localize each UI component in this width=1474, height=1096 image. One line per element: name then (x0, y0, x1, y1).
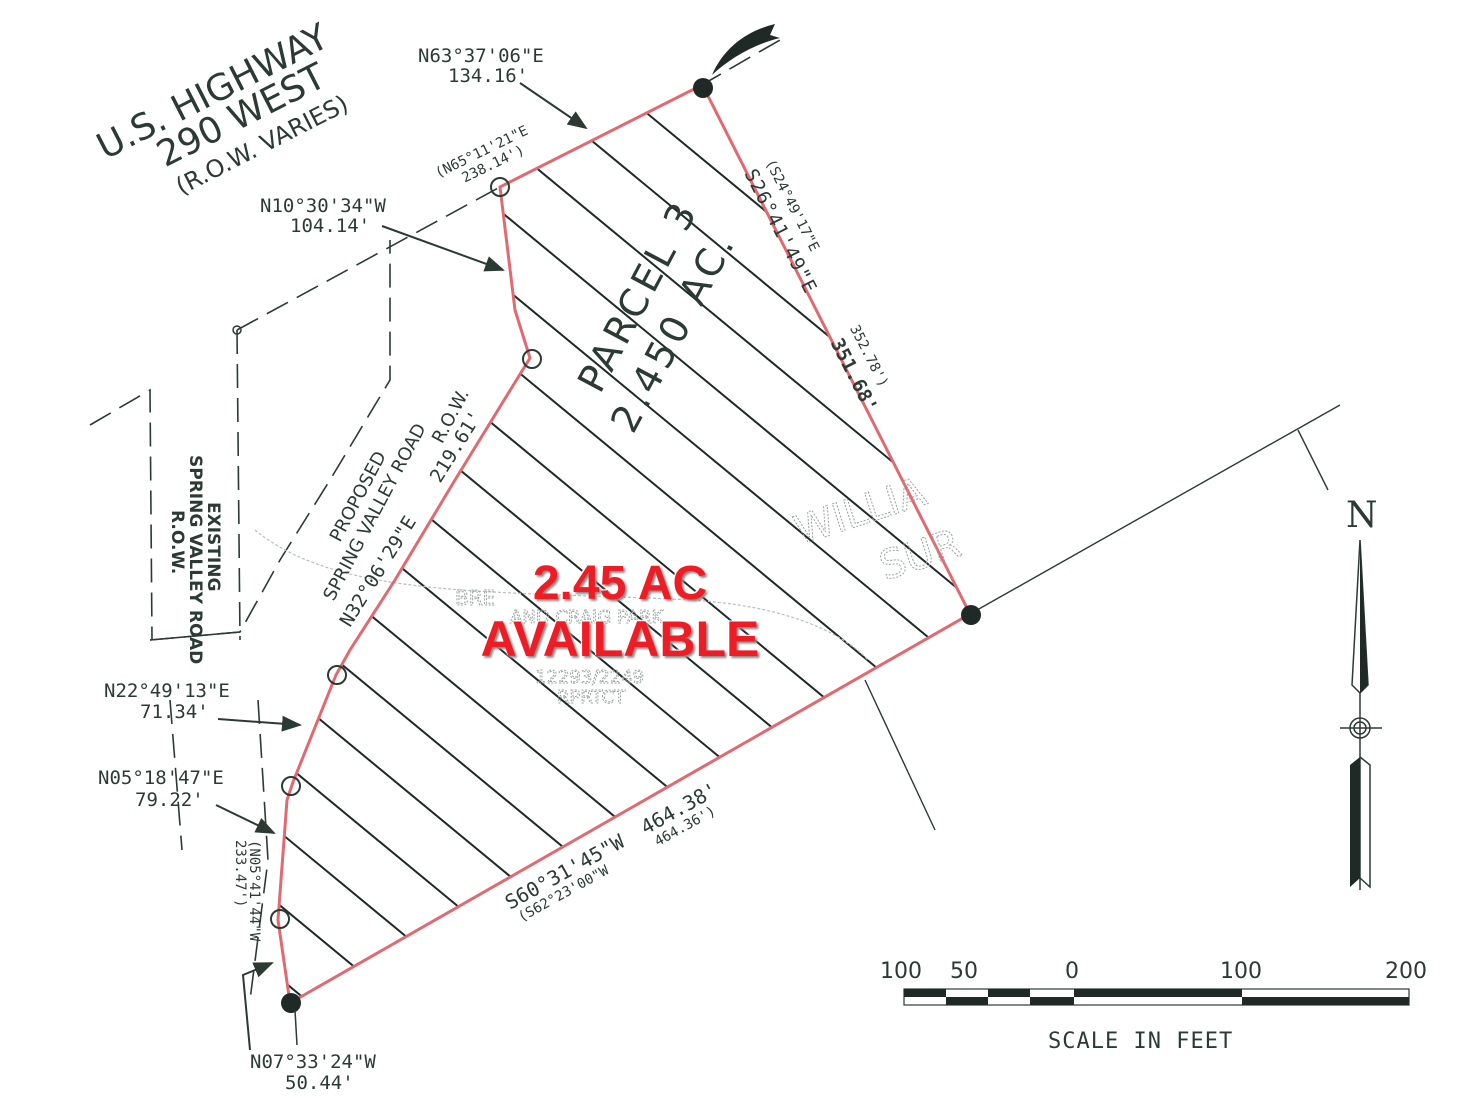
scale-bar: 100 50 0 100 200 SCALE IN FEET (880, 959, 1427, 1054)
banner-status: AVAILABLE (480, 611, 760, 667)
east-line-call: S26°41'49"E 351.68' (S24°49'17"E 352.78'… (740, 157, 892, 416)
bearing-text: N07°33'24"W (250, 1051, 376, 1073)
sub-volume: 12293/2249 (535, 667, 644, 688)
west-bottom-call: N07°33'24"W 50.44' (250, 1051, 376, 1094)
bearing-text: N05°18'47"E (98, 767, 224, 789)
ghost-arrow (254, 529, 869, 661)
highway-label: U.S. HIGHWAY 290 WEST (R.O.W. VARIES) (90, 16, 352, 201)
adjacent-lines (864, 404, 1341, 831)
distance-text: 50.44' (285, 1072, 354, 1094)
scale-caption: SCALE IN FEET (1048, 1029, 1233, 1054)
bearing-text: N10°30'34"W (260, 195, 386, 217)
west-curve1-call: N22°49'13"E 71.34' (104, 680, 230, 723)
west-upper-call: N10°30'34"W 104.14' (260, 195, 386, 237)
sub-name: BRE (455, 586, 495, 610)
scale-tick: 200 (1385, 959, 1427, 984)
banner-acreage: 2.45 AC (532, 557, 708, 610)
distance-text: 79.22' (135, 789, 204, 811)
south-line-call: S60°31'45"W 464.38' (S62°23'00"W 464.36'… (501, 777, 722, 925)
distance-text: 71.34' (140, 701, 209, 723)
parcel-label: PARCEL 3 2.450 AC. (569, 192, 745, 439)
bearing-text: N63°37'06"E (418, 45, 544, 67)
leader-arrows (215, 82, 588, 1051)
point-of-beginning-icon (712, 24, 780, 75)
row-monument (232, 325, 242, 335)
road-name: SPRING VALLEY ROAD (185, 455, 205, 664)
sub-record: RPRTCT (557, 687, 626, 708)
existing-road-label: SPRING VALLEY ROAD EXISTING R.O.W. (167, 455, 223, 664)
scale-tick: 100 (880, 959, 922, 984)
monuments (270, 78, 981, 1013)
parcel-boundary (276, 84, 972, 1006)
road-suffix: R.O.W. (167, 510, 187, 574)
distance-text: 104.14' (290, 215, 370, 237)
sub-name2: AND CRAIG PARK (510, 607, 665, 628)
west-record-call: (N05°41'44"W 233.47') (232, 840, 262, 942)
distance-text: 233.47') (232, 840, 248, 907)
bearing-text: (N05°41'44"W (246, 840, 262, 942)
scale-tick: 100 (1220, 959, 1262, 984)
north-arrow-icon: N (1340, 495, 1382, 890)
availability-banner: 2.45 AC AVAILABLE (440, 557, 800, 667)
bearing-text: N22°49'13"E (104, 680, 230, 702)
row-closing-line (149, 631, 241, 641)
leader-line (294, 1009, 298, 1046)
scale-tick: 50 (950, 959, 978, 984)
distance-text: 134.16' (448, 65, 528, 87)
north-record-call: (N65°11'21"E 238.14') (433, 123, 531, 186)
north-line-call: N63°37'06"E 134.16' (418, 45, 544, 87)
road-prefix: EXISTING (203, 502, 223, 591)
scale-tick: 0 (1065, 959, 1079, 984)
north-label: N (1346, 495, 1378, 536)
west-curve2-call: N05°18'47"E 79.22' (98, 767, 224, 811)
